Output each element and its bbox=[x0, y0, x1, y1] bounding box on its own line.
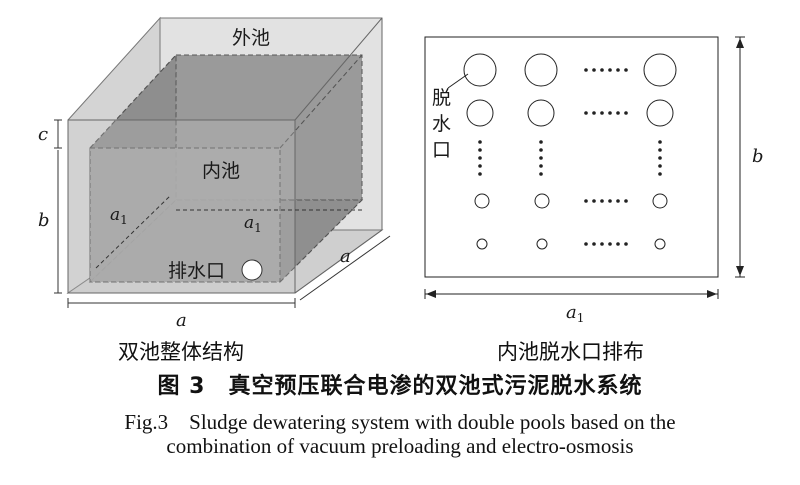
outlet-label: 脱 水 口 bbox=[432, 87, 457, 161]
outer-pool-bottom-right-edge bbox=[294, 229, 383, 294]
caption-english-line2: combination of vacuum preloading and ele… bbox=[166, 434, 634, 458]
caption-english-line1: Fig.3 Sludge dewatering system with doub… bbox=[124, 410, 676, 434]
left-subtitle: 双池整体结构 bbox=[118, 340, 244, 364]
outer-pool-label: 外池 bbox=[232, 27, 270, 49]
dim-a1-horiz-label: a1 bbox=[244, 213, 262, 235]
outlet-r2-c3 bbox=[646, 99, 674, 127]
drain-outlet-circle bbox=[241, 259, 263, 281]
outlet-r4-c1 bbox=[476, 238, 488, 250]
outlet-r3-c2 bbox=[534, 193, 550, 209]
dim-b-right-label: b bbox=[752, 146, 764, 167]
dim-a1-bottom-arrow-right bbox=[707, 290, 717, 298]
outlet-leader-line bbox=[447, 73, 469, 89]
horizontal-ellipsis-group bbox=[584, 68, 628, 246]
caption-english: Fig.3 Sludge dewatering system with doub… bbox=[0, 410, 800, 458]
outlet-r2-c2 bbox=[527, 99, 555, 127]
dim-a1-diag-label: a1 bbox=[110, 205, 128, 227]
outlet-r4-c2 bbox=[536, 238, 548, 250]
inner-pool-bottom-right-edge bbox=[279, 199, 363, 283]
outlet-r3-c3 bbox=[652, 193, 668, 209]
right-subtitle: 内池脱水口排布 bbox=[497, 340, 644, 364]
inner-pool-top-right-edge bbox=[279, 54, 363, 149]
dim-a-side-line bbox=[299, 235, 391, 301]
outlet-r1-c2 bbox=[524, 53, 558, 87]
dim-b-right-arrow-top bbox=[736, 38, 744, 48]
dim-a1-bottom-label: a1 bbox=[566, 302, 584, 325]
caption-chinese: 图 3 真空预压联合电渗的双池式污泥脱水系统 bbox=[157, 374, 643, 399]
vertical-ellipsis-group bbox=[478, 140, 662, 176]
double-pool-structure: 外池 内池 排水口 c b a a a1 a1 bbox=[38, 16, 391, 331]
inner-pool-top-left-edge bbox=[89, 54, 177, 149]
dim-a1-diag-line bbox=[95, 195, 171, 269]
inner-pool-plan-rect bbox=[424, 36, 719, 278]
outlet-layout: 脱 水 口 b a1 bbox=[424, 36, 764, 325]
dim-a-side-label: a bbox=[340, 246, 351, 267]
dim-a-bottom-label: a bbox=[176, 310, 187, 331]
outlet-r4-c3 bbox=[654, 238, 666, 250]
outlet-r1-c1 bbox=[463, 53, 497, 87]
dim-b-label: b bbox=[38, 210, 50, 231]
outer-pool-top-right-edge bbox=[294, 17, 383, 121]
inner-pool-label: 内池 bbox=[202, 160, 240, 182]
dim-c-label: c bbox=[38, 124, 48, 145]
outlet-r3-c1 bbox=[474, 193, 490, 209]
drain-outlet-label: 排水口 bbox=[168, 260, 225, 282]
inner-pool-front-face bbox=[89, 147, 281, 283]
outlet-r1-c3 bbox=[643, 53, 677, 87]
dim-a1-bottom-arrow-left bbox=[426, 290, 436, 298]
outlet-r2-c1 bbox=[466, 99, 494, 127]
dim-b-right-arrow-bottom bbox=[736, 266, 744, 276]
